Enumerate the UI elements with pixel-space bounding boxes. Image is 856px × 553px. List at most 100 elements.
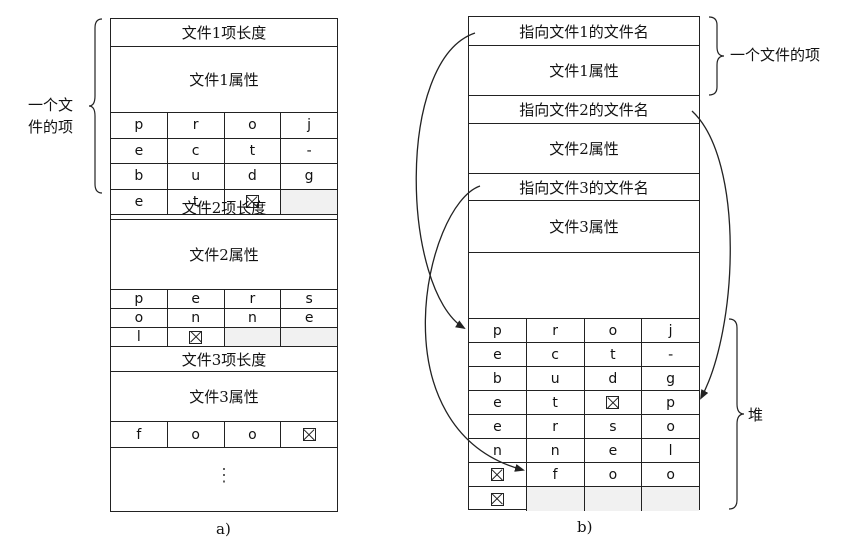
terminator-icon <box>490 468 504 481</box>
char-cell: e <box>168 290 225 308</box>
terminator-cell <box>225 189 282 214</box>
panel-a-caption: a) <box>216 520 231 538</box>
char-cell: u <box>168 164 225 189</box>
char-cell: b <box>111 164 168 189</box>
char-cell: p <box>111 113 168 138</box>
char-cell: - <box>306 142 312 159</box>
grid-row: l <box>111 328 337 347</box>
char-cell: o <box>585 463 643 486</box>
char-cell: t <box>225 138 282 163</box>
char-cell: d <box>225 164 282 189</box>
entry1-length-field: 文件1项长度 <box>111 19 337 47</box>
char-cell: p <box>111 290 168 308</box>
char-cell: n <box>527 439 585 462</box>
entry1-attributes-field: 文件1属性 <box>111 47 337 113</box>
panel-b-caption: b) <box>577 518 593 536</box>
char-cell: d <box>585 367 643 390</box>
panel-a-brace-label-line2: 件的项 <box>28 118 74 136</box>
panel-b-column: 指向文件1的文件名 文件1属性 指向文件2的文件名 文件2属性 指向文件3的文件… <box>468 16 700 511</box>
grid-row <box>469 487 699 511</box>
terminator-icon <box>606 396 620 409</box>
char-cell: e <box>469 391 527 414</box>
char-cell: o <box>168 422 225 447</box>
char-cell: l <box>111 328 168 346</box>
char-cell: t <box>585 343 643 366</box>
char-cell: o <box>666 466 675 483</box>
char-cell: p <box>469 319 527 342</box>
char-cell: u <box>527 367 585 390</box>
char-cell: c <box>527 343 585 366</box>
char-cell: r <box>225 290 282 308</box>
empty-cell <box>224 328 282 346</box>
arrow-file3-to-heap <box>424 185 525 472</box>
char-cell: e <box>304 310 314 326</box>
char-cell: o <box>225 422 282 447</box>
char-cell: o <box>225 113 282 138</box>
char-cell: e <box>111 189 168 214</box>
char-cell: e <box>585 439 643 462</box>
panel-b-top-brace <box>708 16 725 96</box>
heap-brace <box>728 318 745 510</box>
terminator-cell <box>469 463 527 486</box>
terminator-cell <box>469 487 527 511</box>
char-cell: n <box>225 309 282 327</box>
ellipsis: ⋮ <box>215 465 233 486</box>
char-cell: t <box>527 391 585 414</box>
char-cell: j <box>668 322 673 339</box>
char-cell: r <box>527 415 585 438</box>
panel-a-brace-label-line1: 一个文 <box>28 96 74 114</box>
arrow-file1-to-heap <box>415 32 476 330</box>
char-cell: t <box>168 189 225 214</box>
char-cell: o <box>585 319 643 342</box>
terminator-cell <box>281 422 337 447</box>
char-cell: s <box>585 415 643 438</box>
panel-a-brace <box>88 18 103 194</box>
char-cell: r <box>527 319 585 342</box>
empty-cell <box>281 328 337 346</box>
file1-name-pointer: 指向文件1的文件名 <box>469 17 699 46</box>
char-cell: l <box>668 442 673 459</box>
terminator-icon <box>490 492 504 506</box>
char-cell: o <box>111 309 168 327</box>
entry2-attributes-field: 文件2属性 <box>111 220 337 290</box>
char-cell: c <box>168 138 225 163</box>
char-cell: p <box>666 394 676 411</box>
entry2-length-field: 文件2项长度 <box>111 195 337 220</box>
char-cell: b <box>469 367 527 390</box>
char-cell: n <box>168 309 225 327</box>
char-cell: s <box>305 291 313 307</box>
char-cell: e <box>111 138 168 163</box>
file3-attributes-field: 文件3属性 <box>469 201 699 253</box>
file2-name-pointer: 指向文件2的文件名 <box>469 96 699 124</box>
char-cell: g <box>666 370 676 387</box>
free-space <box>469 253 699 319</box>
file3-name-pointer: 指向文件3的文件名 <box>469 174 699 201</box>
char-cell: o <box>666 418 675 435</box>
terminator-icon <box>189 330 203 344</box>
char-cell: - <box>668 346 674 363</box>
heap-label: 堆 <box>748 406 764 424</box>
char-cell: g <box>304 168 314 185</box>
char-cell: n <box>469 439 527 462</box>
char-cell: j <box>307 117 312 134</box>
entry3-attributes-field: 文件3属性 <box>111 372 337 422</box>
panel-b-top-brace-label: 一个文件的项 <box>730 46 821 64</box>
char-cell: f <box>527 463 585 486</box>
terminator-icon <box>302 428 316 441</box>
empty-cell <box>526 487 585 511</box>
char-cell: e <box>469 415 527 438</box>
char-cell: e <box>469 343 527 366</box>
empty-cell <box>281 189 337 214</box>
terminator-cell <box>168 328 225 346</box>
